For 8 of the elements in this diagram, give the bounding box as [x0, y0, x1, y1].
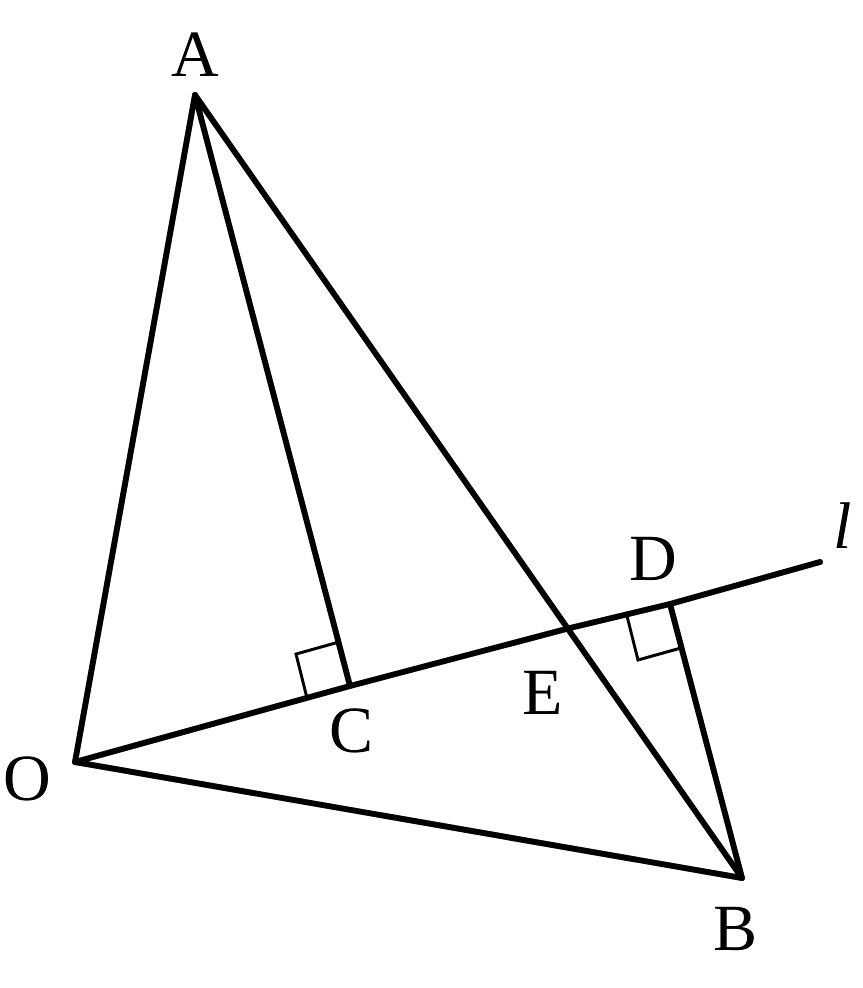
point-label: A	[171, 22, 219, 88]
point-label: O	[3, 746, 51, 812]
point-label: D	[629, 526, 677, 592]
point-label: C	[329, 698, 374, 764]
line-segment	[667, 601, 745, 881]
point-label: E	[522, 660, 562, 726]
point-label: B	[713, 896, 758, 962]
line-label: l	[833, 494, 852, 560]
